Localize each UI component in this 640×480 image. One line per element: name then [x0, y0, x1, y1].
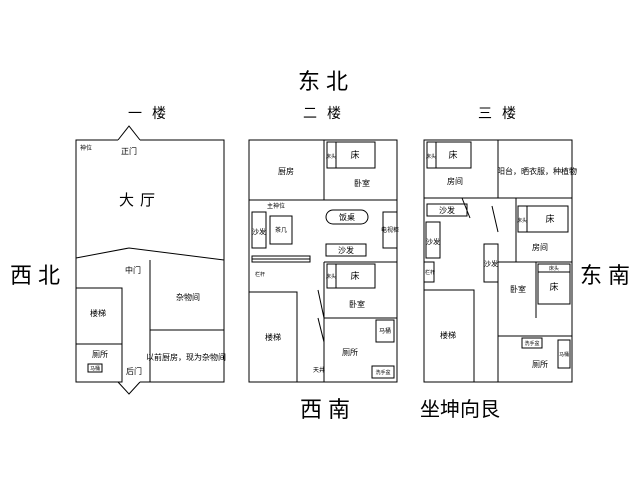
f2-bedroom2-label: 卧室 [349, 299, 365, 309]
f3-balcony-label: 阳台，晒衣服，种植物 [497, 166, 577, 176]
floor-2-plan [248, 139, 398, 383]
floor-2-title: 二楼 [303, 106, 351, 122]
f1-main-door-label: 正门 [121, 146, 137, 156]
f3-bedhead1-label: 床头 [426, 153, 436, 160]
floor-1-title: 一楼 [128, 106, 176, 122]
f2-washbasin-label: 洗手盆 [375, 369, 390, 376]
f3-sofa-top-label: 沙发 [439, 205, 455, 215]
f2-skywell-label: 天井 [313, 366, 325, 374]
floor-3-plan [423, 139, 573, 383]
f3-washbasin-label: 洗手盆 [524, 340, 539, 347]
f2-bed2-label: 床 [350, 270, 359, 282]
f1-hall-label: 大厅 [119, 191, 161, 209]
floor-1-plan [75, 125, 225, 395]
f2-railing-label: 栏杆 [255, 271, 265, 278]
f3-room2-label: 房间 [532, 242, 548, 252]
f1-note-label: 以前厨房，现为杂物间 [146, 352, 226, 362]
direction-northwest: 西北 [10, 264, 67, 289]
orientation-label: 坐坤向艮 [420, 397, 500, 421]
f2-kitchen-label: 厨房 [278, 166, 294, 176]
f2-sofa-bottom-label: 沙发 [338, 245, 354, 255]
f3-sofa-left-label: 沙发 [426, 237, 440, 246]
f3-bed2-label: 床 [545, 213, 554, 225]
f3-toilet-label: 厕所 [532, 359, 548, 369]
f1-wc-label: 马桶 [90, 365, 100, 372]
f2-tv-cabinet-label: 电视柜 [381, 226, 399, 234]
f1-shrine-label: 神位 [80, 144, 92, 152]
f2-bedroom1-label: 卧室 [354, 178, 370, 188]
f2-bedhead1-label: 床头 [326, 153, 336, 160]
f3-wc-label: 马桶 [559, 351, 569, 358]
direction-southeast: 东南 [580, 264, 637, 289]
f2-sofa-left-label: 沙发 [252, 227, 266, 236]
f2-bed1-label: 床 [350, 149, 359, 161]
f2-bedhead2-label: 床头 [326, 273, 336, 280]
f1-storage-label: 杂物间 [176, 292, 200, 302]
f3-bedhead2-label: 床头 [517, 217, 527, 224]
f2-dining-table-label: 饭桌 [339, 212, 355, 222]
direction-southwest: 西南 [300, 398, 357, 423]
f3-bedhead3-label: 床头 [549, 265, 559, 272]
floor-2-outline [248, 139, 398, 383]
f2-wc-label: 马桶 [379, 327, 391, 335]
f3-sofa-mid-label: 沙发 [484, 259, 498, 268]
f1-middle-door-label: 中门 [125, 265, 141, 275]
f3-stairs-label: 楼梯 [440, 330, 456, 340]
f3-room1-label: 房间 [447, 176, 463, 186]
f2-stairs-label: 楼梯 [265, 332, 281, 342]
f2-main-shrine-label: 主神位 [267, 202, 285, 210]
direction-northeast: 东北 [298, 70, 355, 95]
floor-3-title: 三楼 [478, 106, 526, 122]
f3-bed3-label: 床 [549, 281, 558, 293]
f3-bed1-label: 床 [448, 149, 457, 161]
f1-back-door-label: 后门 [126, 366, 142, 376]
f1-toilet-label: 厕所 [92, 349, 108, 359]
f2-toilet-label: 厕所 [342, 347, 358, 357]
f3-bedroom-label: 卧室 [510, 284, 526, 294]
f1-stairs-label: 楼梯 [90, 308, 106, 318]
f2-tea-table-label: 茶几 [275, 226, 287, 234]
f3-railing-label: 栏杆 [425, 269, 435, 276]
